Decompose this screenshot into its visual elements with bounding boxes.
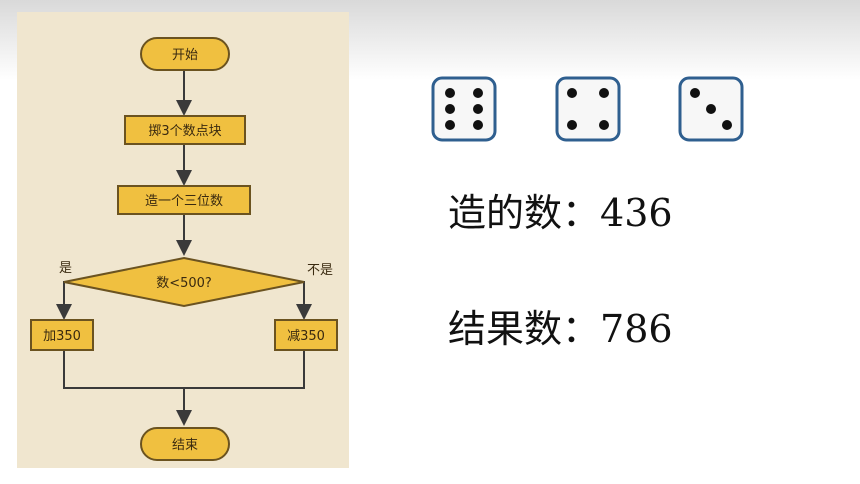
made-number-value: 436 — [600, 191, 673, 235]
made-number-line: 造的数：436 — [448, 182, 673, 237]
die-three-icon — [678, 76, 744, 142]
flowchart: 开始 掷3个数点块 造一个三位数 数<500? 是 不是 加350 减350 结… — [30, 37, 338, 461]
result-number-value: 786 — [600, 307, 673, 351]
make-number-node — [117, 185, 251, 215]
subtract-node — [274, 319, 338, 351]
decision-node — [63, 256, 305, 308]
end-label: 结束 — [172, 438, 198, 453]
start-node — [140, 37, 230, 71]
add-label: 加350 — [43, 329, 81, 344]
roll-node — [124, 115, 246, 145]
yes-label: 是 — [59, 261, 72, 276]
merge-line — [63, 350, 305, 389]
die-four-icon — [555, 76, 621, 142]
result-number-label: 结果数： — [448, 307, 601, 351]
make-number-label: 造一个三位数 — [145, 194, 223, 209]
die-six-icon — [431, 76, 497, 142]
subtract-label: 减350 — [287, 329, 325, 344]
roll-label: 掷3个数点块 — [148, 124, 221, 139]
add-node — [30, 319, 94, 351]
end-node — [140, 427, 230, 461]
no-label: 不是 — [307, 263, 333, 278]
start-label: 开始 — [172, 48, 198, 63]
flowchart-panel: 开始 掷3个数点块 造一个三位数 数<500? 是 不是 加350 减350 结… — [17, 12, 349, 468]
result-number-line: 结果数：786 — [448, 298, 673, 353]
made-number-label: 造的数： — [448, 191, 601, 235]
decision-label: 数<500? — [156, 276, 212, 291]
